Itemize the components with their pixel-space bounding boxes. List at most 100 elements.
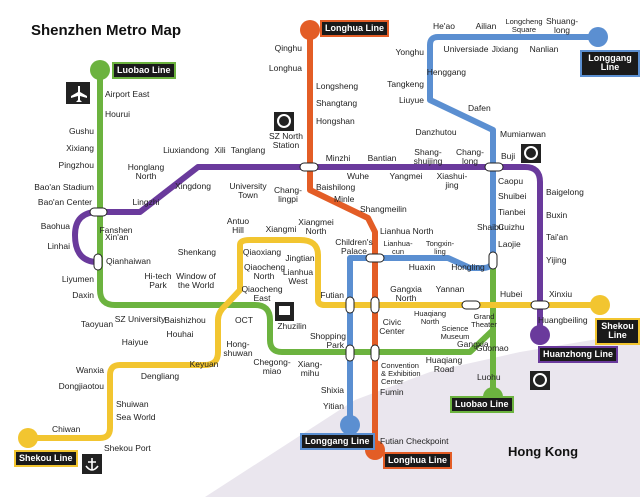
station-hongshuwan[interactable]: Hong-shuwan <box>223 339 253 358</box>
station-luohu[interactable]: Luohu <box>477 372 501 382</box>
station-chiwan[interactable]: Chiwan <box>52 424 81 434</box>
station-grand-theater[interactable]: Grand Theater <box>471 312 497 329</box>
station-shuiwan[interactable]: Shuiwan <box>116 399 149 409</box>
station-pingzhou[interactable]: Pingzhou <box>58 160 94 170</box>
luobao-line-badge-bottom[interactable]: Luobao Line <box>450 396 514 414</box>
station-taoyuan[interactable]: Taoyuan <box>80 319 114 329</box>
station-liuyue[interactable]: Liuyue <box>398 95 424 105</box>
station-liyumen[interactable]: Liyumen <box>61 274 94 284</box>
station-shekou-port[interactable]: Shekou Port <box>104 443 151 453</box>
station-gangxia[interactable]: Gangxia <box>457 339 489 349</box>
station-xiangmihu[interactable]: Xiang-mihu <box>297 359 323 378</box>
station-honglang-north[interactable]: Honglang North <box>127 162 165 181</box>
station-yangmei[interactable]: Yangmei <box>389 171 423 181</box>
station-qinghu[interactable]: Qinghu <box>274 43 302 53</box>
station-window-of-the-world[interactable]: Window of the World <box>176 271 216 290</box>
station-antuo-hill[interactable]: Antuo Hill <box>226 216 250 235</box>
station-longhua[interactable]: Longhua <box>268 63 302 73</box>
station-danzhutou[interactable]: Danzhutou <box>415 127 457 137</box>
station-childrens-palace[interactable]: Children's Palace <box>335 237 373 256</box>
station-longsheng[interactable]: Longsheng <box>316 81 359 91</box>
station-hourui[interactable]: Hourui <box>105 109 131 119</box>
station-huaqiang-road[interactable]: Huaqiang Road <box>425 355 463 374</box>
station-yijing[interactable]: Yijing <box>546 255 567 265</box>
station-xiangmei-north[interactable]: Xiangmei North <box>298 217 334 236</box>
station-caopu[interactable]: Caopu <box>498 176 524 186</box>
station-linhai[interactable]: Linhai <box>47 241 70 251</box>
longhua-line-badge-top[interactable]: Longhua Line <box>320 20 389 38</box>
station-gushu[interactable]: Gushu <box>68 126 94 136</box>
longgang-line-badge-bottom[interactable]: Longgang Line <box>300 433 375 451</box>
station-heao[interactable]: He'ao <box>433 21 455 31</box>
station-hongling[interactable]: Hongling <box>451 262 485 272</box>
station-jixiang[interactable]: Jixiang <box>491 44 519 54</box>
station-shangshuijing[interactable]: Shang-shuijing <box>413 147 443 166</box>
station-xingdong[interactable]: Xingdong <box>175 181 211 191</box>
station-mumianwan[interactable]: Mumianwan <box>500 129 546 139</box>
station-tanglang[interactable]: Tanglang <box>230 145 266 155</box>
station-tongxinling[interactable]: Tongxin-ling <box>425 239 455 256</box>
station-shangmeilin[interactable]: Shangmeilin <box>360 204 407 214</box>
station-baishilong[interactable]: Baishilong <box>316 182 356 192</box>
station-guomao[interactable]: Guomao <box>476 343 509 353</box>
station-futian[interactable]: Futian <box>320 290 344 300</box>
station-xili[interactable]: Xili <box>214 145 226 155</box>
station-minle[interactable]: Minle <box>334 194 355 204</box>
station-huaxin[interactable]: Huaxin <box>408 262 436 272</box>
station-minzhi[interactable]: Minzhi <box>325 153 351 163</box>
station-sz-north-station[interactable]: SZ North Station <box>268 131 303 150</box>
station-gangxia-north[interactable]: Gangxia North <box>390 284 422 303</box>
station-baoan-center[interactable]: Bao'an Center <box>37 197 92 207</box>
station-lingzhi[interactable]: Lingzhi <box>132 197 160 207</box>
station-buji[interactable]: Buji <box>501 151 516 161</box>
station-hi-tech-park[interactable]: Hi-tech Park <box>144 271 172 290</box>
station-cuizhu[interactable]: Cuizhu <box>498 222 525 232</box>
station-huangbeiling[interactable]: Huangbeiling <box>538 315 588 325</box>
station-baoan-stadium[interactable]: Bao'an Stadium <box>34 182 94 192</box>
station-bantian[interactable]: Bantian <box>367 153 397 163</box>
station-fumin[interactable]: Fumin <box>380 387 404 397</box>
station-houhai[interactable]: Houhai <box>166 329 194 339</box>
station-haiyue[interactable]: Haiyue <box>121 337 149 347</box>
station-wanxia[interactable]: Wanxia <box>75 365 104 375</box>
station-futian-checkpoint[interactable]: Futian Checkpoint <box>380 436 449 446</box>
station-longcheng-square[interactable]: Longcheng Square <box>505 17 543 34</box>
shekou-line-badge-left[interactable]: Shekou Line <box>14 450 78 468</box>
station-hongshan[interactable]: Hongshan <box>316 116 355 126</box>
station-changlingpi[interactable]: Chang-lingpi <box>274 185 302 204</box>
station-chegongmiao[interactable]: Chegong-miao <box>253 357 291 376</box>
station-qianhaiwan[interactable]: Qianhaiwan <box>106 256 151 266</box>
station-sea-world[interactable]: Sea World <box>116 412 156 422</box>
station-tangkeng[interactable]: Tangkeng <box>387 79 424 89</box>
station-sz-university[interactable]: SZ University <box>114 314 166 324</box>
station-lianhua-north[interactable]: Lianhua North <box>380 226 434 236</box>
station-qiaoxiang[interactable]: Qiaoxiang <box>242 247 282 257</box>
station-ailian[interactable]: Ailian <box>475 21 497 31</box>
longhua-line-badge-bottom[interactable]: Longhua Line <box>383 452 452 470</box>
station-dafen[interactable]: Dafen <box>468 103 491 113</box>
station-yitian[interactable]: Yitian <box>323 401 344 411</box>
station-shuanglong[interactable]: Shuang-long <box>546 16 579 35</box>
station-baigelong[interactable]: Baigelong <box>546 187 584 197</box>
station-daxin[interactable]: Daxin <box>72 290 94 300</box>
station-liuxiandong[interactable]: Liuxiandong <box>163 145 209 155</box>
station-jingtian[interactable]: Jingtian <box>285 253 315 263</box>
station-qiaocheng-east[interactable]: Qiaocheng East <box>241 284 283 303</box>
station-zhuzilin[interactable]: Zhuzilin <box>277 321 307 331</box>
station-oct[interactable]: OCT <box>235 315 253 325</box>
station-yannan[interactable]: Yannan <box>435 284 465 294</box>
station-dengliang[interactable]: Dengliang <box>140 371 180 381</box>
station-henggang[interactable]: Henggang <box>426 67 466 77</box>
station-xiangmi[interactable]: Xiangmi <box>265 224 297 234</box>
station-science-museum[interactable]: Science Museum <box>440 324 470 341</box>
station-baohua[interactable]: Baohua <box>40 221 70 231</box>
station-shenkang[interactable]: Shenkang <box>177 247 216 257</box>
station-buxin[interactable]: Buxin <box>546 210 568 220</box>
station-laojie[interactable]: Laojie <box>498 239 521 249</box>
station-xinan[interactable]: Xin'an <box>105 232 129 242</box>
station-tianbei[interactable]: Tianbei <box>498 207 526 217</box>
station-shaibu[interactable]: Shaibu <box>477 222 504 232</box>
station-shixia[interactable]: Shixia <box>320 385 344 395</box>
station-baishizhou[interactable]: Baishizhou <box>164 315 206 325</box>
station-civic-center[interactable]: Civic Center <box>379 317 405 336</box>
